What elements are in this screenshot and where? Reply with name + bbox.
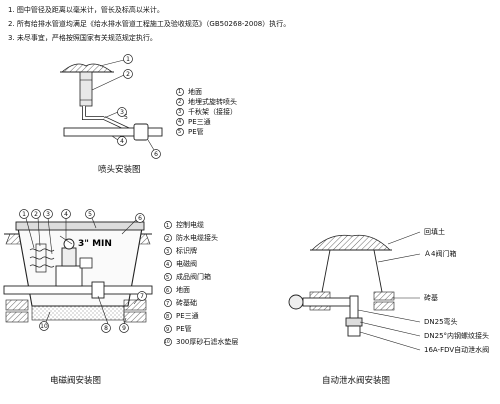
callout-10: 10 [40, 323, 48, 330]
solenoid-legend-no-2: 2 [166, 236, 170, 242]
sprinkler-legend-no-2: 2 [178, 99, 182, 105]
callout-4: 4 [64, 211, 68, 218]
label-dn25-elbow: DN25弯头 [424, 318, 458, 326]
drain-valve-drawing [288, 231, 421, 351]
pe-tee [91, 281, 105, 299]
sprinkler-installation-drawing: 1 2 3 4 6 [60, 54, 184, 159]
sprinkler-body [79, 71, 93, 107]
solenoid-legend-9: PE管 [176, 325, 192, 333]
label-dn25-adapter: DN25°内钢螺纹接头 [424, 332, 490, 340]
note-2: 2. 所有给排水管道均满足《给水排水管道工程施工及验收规范》（GB50268-2… [8, 20, 291, 28]
sprinkler-legend-1: 地面 [188, 88, 202, 96]
solenoid-valve-drawing: 3" MIN 1 2 [3, 209, 172, 346]
sprinkler-legend-4: PE三通 [188, 118, 211, 126]
sprinkler-legend-5: PE管 [188, 128, 204, 136]
threaded-adapter [345, 317, 363, 327]
valve-box-lid [15, 221, 145, 231]
solenoid-legend-no-6: 6 [166, 288, 170, 294]
sprinkler-legend-2: 地埋式旋转喷头 [188, 98, 237, 106]
pe-tee [133, 123, 149, 141]
callout-2: 2 [34, 211, 38, 218]
solenoid-legend-no-10: 10 [164, 340, 170, 345]
solenoid-legend-no-1: 1 [166, 223, 170, 229]
solenoid-legend-no-7: 7 [166, 301, 170, 307]
cable-connector [35, 243, 47, 273]
backfill-soil [311, 234, 391, 251]
solenoid-legend-2: 防水电缆接头 [176, 234, 218, 242]
callout-9: 9 [122, 325, 126, 332]
solenoid-legend-10: 300厚砂石滤水垫层 [176, 338, 239, 346]
callout-8: 8 [104, 325, 108, 332]
solenoid-legend-6: 地面 [176, 286, 190, 294]
solenoid-valve [55, 265, 83, 287]
note-3: 3. 未尽事宜，严格按照国家有关规范规定执行。 [8, 34, 157, 42]
solenoid-legend-1: 控制电缆 [176, 221, 204, 229]
solenoid-title: 电磁阀安装图 [50, 376, 102, 386]
solenoid-legend-no-3: 3 [166, 249, 170, 255]
label-backfill-soil: 回填土 [424, 228, 445, 236]
callout-1: 1 [126, 56, 130, 63]
callout-6: 6 [138, 215, 142, 222]
callout-4: 4 [120, 138, 124, 145]
sprinkler-title: 喷头安装图 [98, 165, 141, 175]
label-brick-base: 砖基 [424, 294, 438, 302]
label-auto-drain-valve: 16A-FDV自动泄水阀 [424, 346, 490, 354]
sprinkler-legend-3: 千秋架（接接） [188, 108, 237, 116]
pipe [302, 297, 354, 307]
label-valve-box: Ａ4阀门箱 [424, 250, 457, 258]
ground-surface [60, 63, 114, 73]
drain-valve-title: 自动泄水阀安装图 [322, 376, 391, 386]
auto-drain-valve [347, 325, 361, 337]
callout-3: 3 [120, 109, 124, 116]
brick-foundation [5, 299, 147, 323]
sprinkler-legend-no-1: 1 [178, 89, 182, 95]
callout-7: 7 [140, 293, 144, 300]
note-1: 1. 图中管径及距离以毫米计，管长及标高以米计。 [8, 6, 164, 14]
solenoid-legend-7: 砖基础 [176, 299, 197, 307]
sprinkler-legend-no-4: 4 [178, 119, 182, 125]
grade-label: 3" MIN [78, 239, 112, 249]
callout-5: 5 [88, 211, 92, 218]
solenoid-legend-4: 电磁阀 [176, 260, 197, 268]
solenoid-legend-no-5: 5 [166, 275, 170, 281]
sprinkler-callout-5: 5 [124, 114, 128, 121]
pe-pipe [63, 127, 163, 137]
sprinkler-legend-no-5: 5 [178, 129, 182, 135]
callout-3: 3 [46, 211, 50, 218]
sprinkler-legend-no-3: 3 [178, 109, 182, 115]
callout-2: 2 [126, 71, 130, 78]
solenoid-legend-3: 标识牌 [176, 247, 197, 255]
solenoid-legend-no-8: 8 [166, 314, 170, 320]
solenoid-legend-no-4: 4 [166, 262, 170, 268]
gravel-layer [31, 305, 125, 321]
solenoid-legend-8: PE三通 [176, 312, 199, 320]
pe-pipe [3, 285, 153, 295]
solenoid-legend-5: 成品阀门箱 [176, 273, 211, 281]
callout-1: 1 [22, 211, 26, 218]
tag-label [79, 257, 93, 269]
callout-6: 6 [154, 151, 158, 158]
solenoid-legend-no-9: 9 [166, 327, 170, 333]
